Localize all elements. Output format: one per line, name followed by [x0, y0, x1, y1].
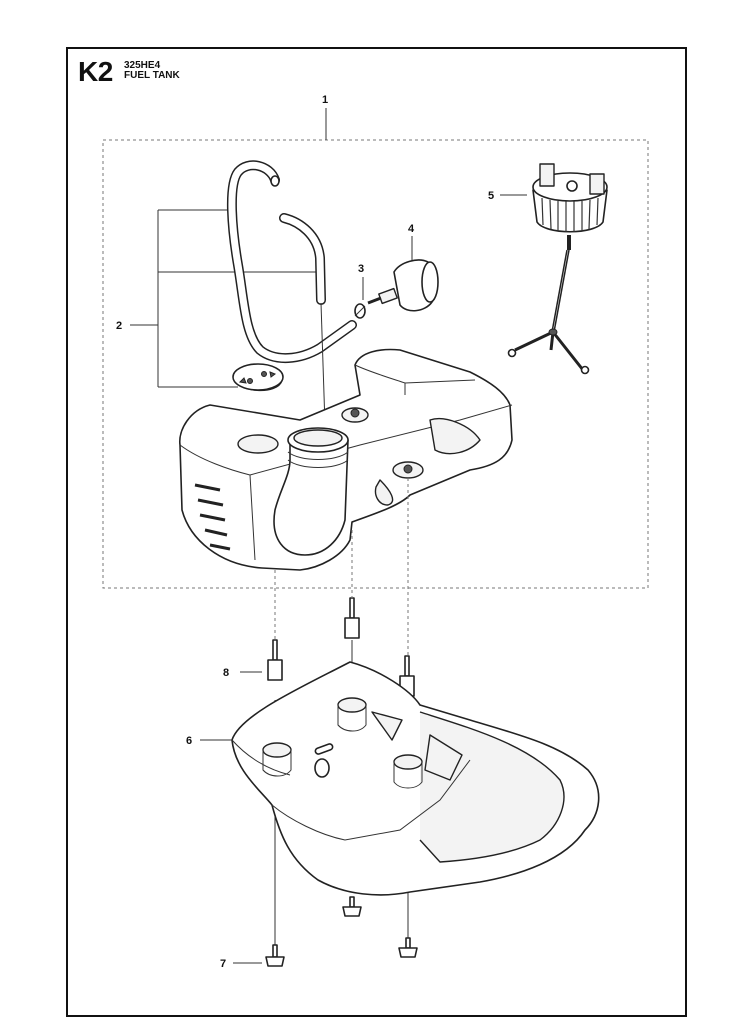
handle-frame — [231, 661, 600, 896]
screw-middle — [342, 896, 362, 917]
callout-3: 3 — [358, 263, 364, 275]
spacer-stud-middle — [344, 597, 360, 639]
screw-left — [233, 944, 285, 967]
callout-2: 2 — [116, 320, 122, 332]
model-number: 325HE4 — [124, 60, 161, 71]
screw-right — [398, 937, 418, 958]
grommet-plug — [232, 363, 284, 392]
fuel-filter — [367, 236, 439, 312]
fuel-hose-pickup — [279, 213, 326, 426]
filler-neck — [273, 427, 349, 556]
assembly-group-box — [102, 139, 649, 589]
diagram-title: FUEL TANK — [124, 70, 180, 81]
hose-clamp — [354, 277, 366, 319]
diagram-code: K2 — [78, 56, 113, 87]
callout-5: 5 — [488, 190, 494, 202]
callout-7: 7 — [220, 958, 226, 970]
fuel-cap-assembly — [500, 163, 608, 375]
callout-8: 8 — [223, 667, 229, 679]
spacer-stud-left — [240, 639, 283, 681]
callout-1: 1 — [322, 94, 328, 106]
fuel-hose-return — [226, 160, 357, 364]
callout-6: 6 — [186, 735, 192, 747]
callout-4: 4 — [408, 223, 415, 235]
